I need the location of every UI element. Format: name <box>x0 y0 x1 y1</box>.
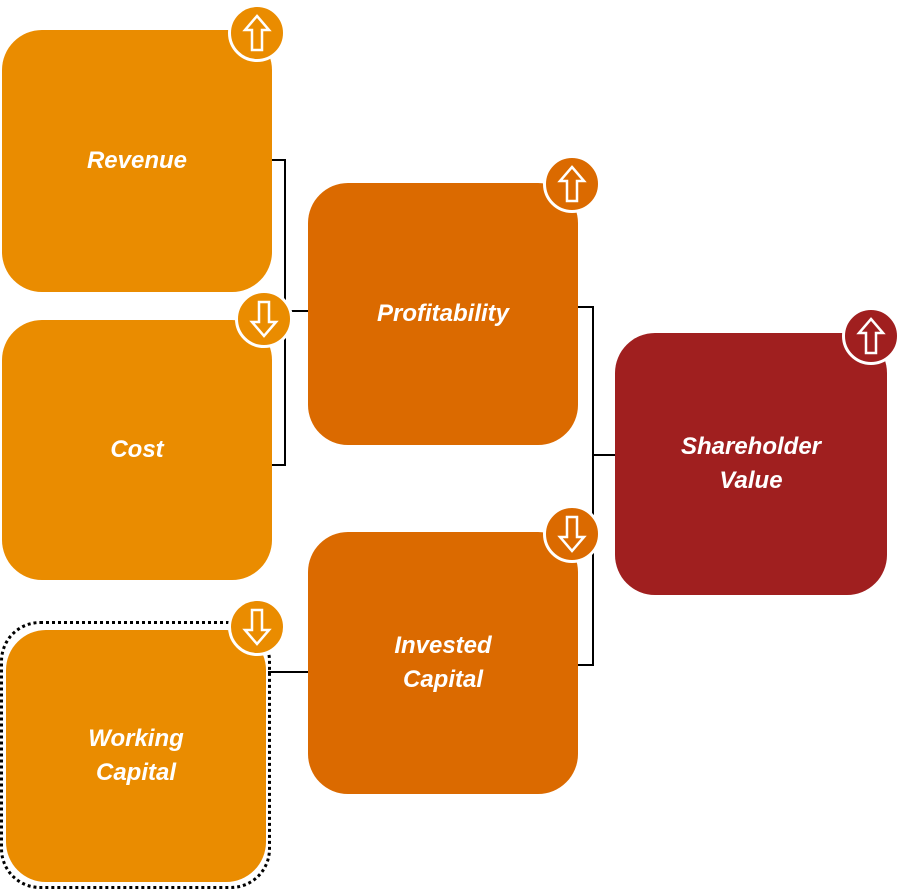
working-capital-badge <box>228 598 286 656</box>
node-working-capital-line-2: Capital <box>95 759 176 786</box>
shareholder-value-badge <box>842 307 900 365</box>
arrow-up-icon <box>557 165 587 203</box>
arrow-up-icon <box>242 14 272 52</box>
revenue-badge <box>228 4 286 62</box>
profitability-badge <box>543 155 601 213</box>
node-shareholder-value-line-2: Value <box>719 467 783 494</box>
connector-working-capital <box>268 671 310 673</box>
node-revenue-label: Revenue <box>86 147 188 174</box>
node-revenue[interactable]: Revenue <box>2 30 272 292</box>
node-profitability-label: Profitability <box>376 300 509 327</box>
connector-to-profitability <box>284 310 310 312</box>
connector-bracket-right <box>592 306 594 666</box>
selection-outline <box>0 621 271 889</box>
node-profitability[interactable]: Profitability <box>308 183 578 445</box>
node-shareholder-value[interactable]: Shareholder Value <box>615 333 887 595</box>
node-working-capital[interactable]: Working Capital <box>6 630 266 882</box>
connector-profitability <box>578 306 594 308</box>
node-working-capital-line-1: Working <box>88 725 184 752</box>
connector-cost <box>272 464 286 466</box>
connector-revenue <box>272 159 286 161</box>
node-invested-capital-line-2: Capital <box>402 666 483 693</box>
invested-capital-badge <box>543 505 601 563</box>
connector-to-shareholder-value <box>592 454 616 456</box>
cost-badge <box>235 290 293 348</box>
arrow-down-icon <box>242 608 272 646</box>
arrow-down-icon <box>249 300 279 338</box>
node-invested-capital-line-1: Invested <box>394 632 492 659</box>
arrow-down-icon <box>557 515 587 553</box>
node-cost-label: Cost <box>110 436 164 463</box>
node-cost[interactable]: Cost <box>2 320 272 580</box>
arrow-up-icon <box>856 317 886 355</box>
node-invested-capital[interactable]: Invested Capital <box>308 532 578 794</box>
node-shareholder-value-line-1: Shareholder <box>680 433 822 460</box>
connector-invested-capital <box>578 664 594 666</box>
